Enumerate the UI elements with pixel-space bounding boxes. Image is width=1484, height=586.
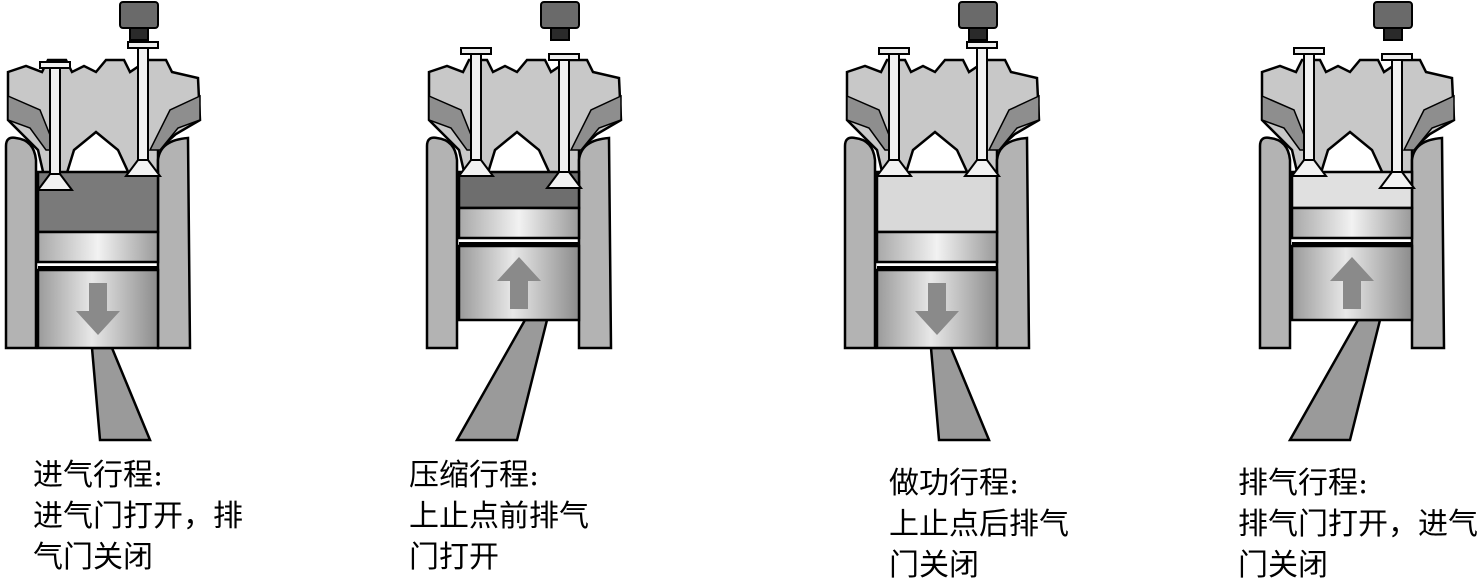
cylinder-wall-left (425, 136, 459, 350)
intake-valve-stem (470, 53, 482, 167)
intake-port (428, 94, 479, 151)
cylinder-wall-right (577, 136, 613, 350)
cylinder-wall-right (156, 136, 192, 350)
caption-line: 气门关闭 (33, 540, 153, 575)
injector-nozzle (550, 27, 570, 41)
caption-power-stroke: 做功行程: 上止点后排气 门关闭 (889, 463, 1069, 586)
cylinder-wall-right (1410, 136, 1446, 350)
caption-intake-stroke: 进气行程: 进气门打开，排 气门关闭 (33, 455, 243, 578)
caption-title: 排气行程: (1238, 466, 1369, 501)
caption-title: 做功行程: (889, 466, 1020, 501)
cylinder-wall-left (1258, 136, 1292, 350)
exhaust-valve-stem (976, 47, 988, 167)
intake-valve-head (875, 159, 913, 177)
piston-rings (457, 206, 581, 240)
intake-valve-head (36, 173, 74, 191)
caption-title: 进气行程: (33, 458, 164, 493)
exhaust-valve-stem (137, 47, 149, 167)
arrow-up-icon (497, 257, 541, 309)
caption-line: 进气门打开，排 (33, 499, 243, 534)
caption-compression-stroke: 压缩行程: 上止点前排气 门打开 (409, 455, 589, 578)
caption-line: 上止点前排气 (409, 499, 589, 534)
piston-rings (875, 230, 999, 264)
exhaust-valve-head (1378, 171, 1416, 189)
exhaust-valve-head (963, 159, 1001, 177)
intake-port (846, 94, 897, 151)
engine-intake-stroke (4, 1, 202, 442)
combustion-chamber (457, 170, 581, 210)
cylinder-wall-left (4, 136, 38, 350)
injector-body (540, 1, 580, 29)
intake-valve-stem (888, 53, 900, 167)
intake-valve-stem (1303, 53, 1315, 167)
cylinder-wall-left (843, 136, 877, 350)
caption-line: 排气门打开，进气 (1238, 507, 1478, 542)
injector-nozzle (1383, 27, 1403, 41)
caption-exhaust-stroke: 排气行程: 排气门打开，进气 门关闭 (1238, 463, 1478, 586)
injector-body (1373, 1, 1413, 29)
connecting-rod (1287, 318, 1382, 442)
injector-nozzle (129, 27, 149, 41)
caption-line: 门关闭 (889, 548, 979, 583)
arrow-up-icon (1330, 257, 1374, 309)
intake-valve-stem (49, 67, 61, 181)
arrow-down-icon (76, 283, 120, 335)
exhaust-valve-stem (558, 59, 570, 179)
piston-rings (1290, 206, 1414, 240)
caption-line: 门关闭 (1238, 548, 1328, 583)
arrow-down-icon (915, 283, 959, 335)
combustion-chamber (875, 170, 999, 234)
caption-line: 上止点后排气 (889, 507, 1069, 542)
exhaust-valve-head (124, 159, 162, 177)
injector-body (119, 1, 159, 29)
engine-power-stroke (843, 1, 1041, 442)
intake-port (1261, 94, 1312, 151)
injector-body (958, 1, 998, 29)
intake-port (7, 94, 58, 151)
injector-nozzle (968, 27, 988, 41)
engine-exhaust-stroke (1258, 1, 1456, 442)
connecting-rod (929, 346, 991, 442)
intake-valve-head (1290, 159, 1328, 177)
connecting-rod (90, 346, 152, 442)
caption-line: 门打开 (409, 540, 499, 575)
exhaust-valve-stem (1391, 59, 1403, 179)
piston-rings (36, 230, 160, 264)
cylinder-wall-right (995, 136, 1031, 350)
exhaust-valve-head (545, 171, 583, 189)
caption-title: 压缩行程: (409, 458, 540, 493)
intake-valve-head (457, 159, 495, 177)
engine-compression-stroke (425, 1, 623, 442)
connecting-rod (454, 318, 549, 442)
